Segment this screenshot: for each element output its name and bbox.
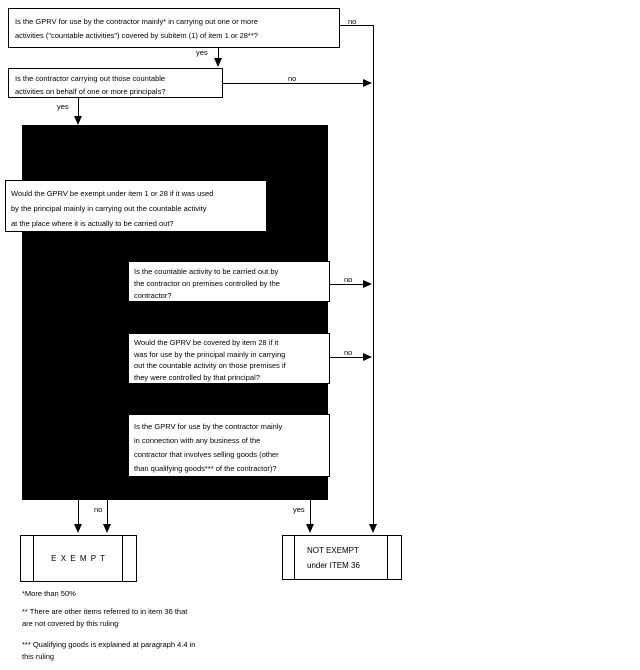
question-line: contractor? bbox=[134, 291, 172, 300]
edge-label-no: no bbox=[344, 348, 353, 357]
edge-label-yes: yes bbox=[293, 505, 305, 514]
question-box-3: Would the GPRV be exempt under item 1 or… bbox=[5, 180, 267, 232]
arrowhead-down-icon bbox=[103, 524, 111, 533]
edge-label-no: no bbox=[344, 275, 353, 284]
question-line: at the place where it is actually to be … bbox=[11, 219, 174, 228]
question-line: Would the GPRV be exempt under item 1 or… bbox=[11, 189, 214, 198]
question-line: in connection with any business of the bbox=[134, 436, 261, 445]
terminal-not-exempt: NOT EXEMPT under ITEM 36 bbox=[282, 535, 402, 580]
arrowhead-right-icon bbox=[363, 353, 372, 361]
footnote-line: are not covered by this ruling bbox=[22, 619, 119, 628]
terminal-side-bar bbox=[122, 536, 123, 581]
connector-line bbox=[78, 500, 79, 524]
connector-line bbox=[330, 284, 363, 285]
question-line: than qualifying goods*** of the contract… bbox=[134, 464, 277, 473]
footnote-line: *More than 50% bbox=[22, 589, 76, 598]
footnote-1: *More than 50% bbox=[22, 588, 76, 600]
question-line: activities on behalf of one or more prin… bbox=[15, 87, 166, 96]
arrowhead-down-icon bbox=[74, 524, 82, 533]
edge-label-no: no bbox=[288, 74, 297, 83]
question-box-6: Is the GPRV for use by the contractor ma… bbox=[128, 414, 330, 477]
footnote-3: *** Qualifying goods is explained at par… bbox=[22, 639, 195, 663]
connector-line bbox=[78, 98, 79, 116]
question-line: Is the countable activity to be carried … bbox=[134, 267, 279, 276]
terminal-side-bar bbox=[294, 536, 295, 579]
footnote-line: ** There are other items referred to in … bbox=[22, 607, 188, 616]
connector-line bbox=[330, 357, 363, 358]
connector-line bbox=[107, 500, 108, 524]
question-box-4: Is the countable activity to be carried … bbox=[128, 261, 330, 302]
arrowhead-down-icon bbox=[369, 524, 377, 533]
arrowhead-down-icon bbox=[306, 524, 314, 533]
terminal-side-bar bbox=[33, 536, 34, 581]
question-box-5: Would the GPRV be covered by item 28 if … bbox=[128, 333, 330, 384]
terminal-side-bar bbox=[387, 536, 388, 579]
not-exempt-line: under ITEM 36 bbox=[307, 561, 360, 570]
connector-line bbox=[340, 25, 373, 26]
question-box-2: Is the contractor carrying out those cou… bbox=[8, 68, 223, 98]
connector-line bbox=[310, 500, 311, 524]
terminal-exempt: E X E M P T bbox=[20, 535, 137, 582]
question-box-1: Is the GPRV for use by the contractor ma… bbox=[8, 8, 340, 48]
edge-label-yes: yes bbox=[196, 48, 208, 57]
exempt-label: E X E M P T bbox=[51, 553, 106, 563]
connector-line bbox=[218, 48, 219, 59]
edge-label-no: no bbox=[94, 505, 103, 514]
footnote-2: ** There are other items referred to in … bbox=[22, 606, 187, 630]
footnote-line: *** Qualifying goods is explained at par… bbox=[22, 640, 196, 649]
question-line: out the countable activity on those prem… bbox=[134, 361, 286, 370]
question-line: activities ("countable activities") cove… bbox=[15, 31, 258, 40]
edge-label-no: no bbox=[348, 17, 357, 26]
question-line: Is the GPRV for use by the contractor ma… bbox=[134, 422, 283, 431]
question-line: the contractor on premises controlled by… bbox=[134, 279, 280, 288]
question-line: they were controlled by that principal? bbox=[134, 372, 260, 382]
connector-line bbox=[223, 83, 363, 84]
question-line: contractor that involves selling goods (… bbox=[134, 450, 279, 459]
question-line: was for use by the principal mainly in c… bbox=[134, 349, 286, 359]
arrowhead-right-icon bbox=[363, 79, 372, 87]
arrowhead-down-icon bbox=[214, 58, 222, 67]
not-exempt-label: NOT EXEMPT under ITEM 36 bbox=[307, 543, 360, 573]
footnote-line: this ruling bbox=[22, 652, 55, 661]
question-line: by the principal mainly in carrying out … bbox=[11, 204, 207, 213]
question-line: Is the contractor carrying out those cou… bbox=[15, 74, 166, 83]
question-line: Would the GPRV be covered by item 28 if … bbox=[134, 338, 279, 347]
not-exempt-line: NOT EXEMPT bbox=[307, 546, 359, 555]
connector-line bbox=[373, 25, 374, 525]
arrowhead-right-icon bbox=[363, 280, 372, 288]
arrowhead-down-icon bbox=[74, 116, 82, 125]
edge-label-yes: yes bbox=[57, 102, 69, 111]
question-line: Is the GPRV for use by the contractor ma… bbox=[15, 17, 258, 26]
